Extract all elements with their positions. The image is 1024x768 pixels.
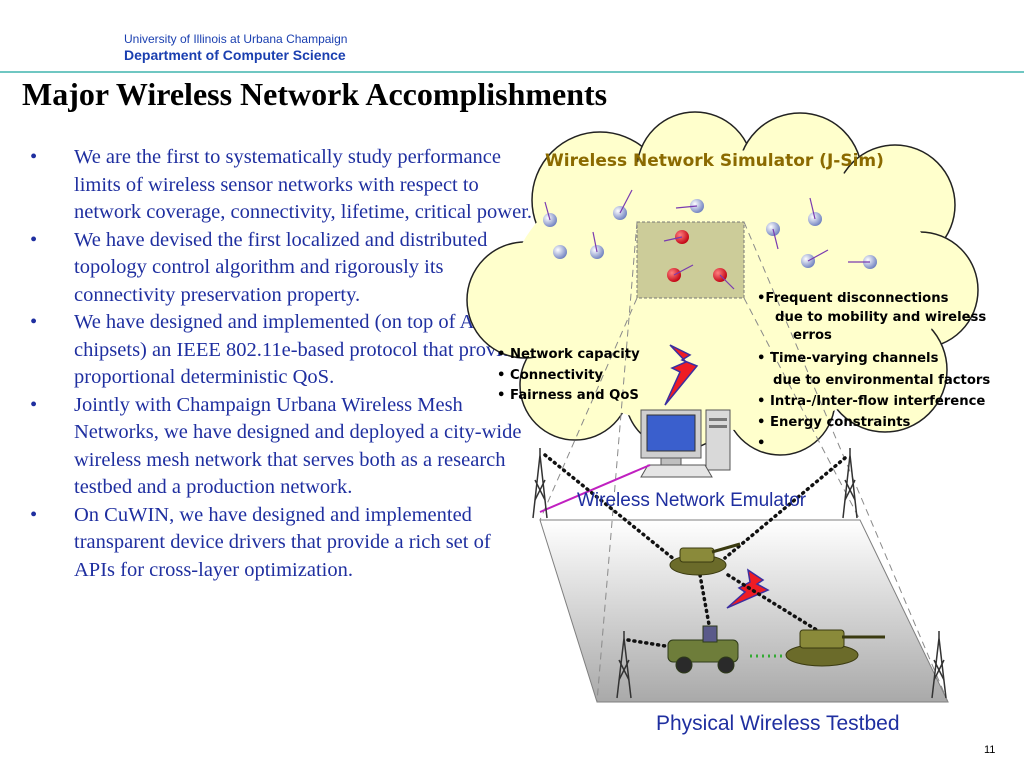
bullet-marker: • xyxy=(30,146,38,168)
accomplishment-item: • We have devised the first localized and… xyxy=(28,227,533,310)
accomplishment-text: Jointly with Champaign Urbana Wireless M… xyxy=(74,393,522,499)
simulator-title: Wireless Network Simulator (J-Sim) xyxy=(545,151,884,171)
accomplishment-text: We have devised the first localized and … xyxy=(74,228,488,306)
lightning-bolt-icon xyxy=(664,344,699,406)
slide-title: Major Wireless Network Accomplishments xyxy=(22,76,608,112)
challenge-item: • Time-varying channels xyxy=(757,351,939,367)
challenge-item: • xyxy=(757,436,766,452)
accomplishment-item: • We are the first to systematically stud… xyxy=(28,144,533,227)
simulator-metrics-list: • Network capacity • Connectivity • Fair… xyxy=(497,345,640,407)
challenges-list: •Frequent disconnections due to mobility… xyxy=(757,288,1017,455)
testbed-floor xyxy=(539,519,949,703)
challenge-detail: due to environmental factors xyxy=(773,372,991,388)
accomplishment-item: • Jointly with Champaign Urbana Wireless … xyxy=(28,392,533,502)
testbed-label: Physical Wireless Testbed xyxy=(656,712,900,735)
university-name: University of Illinois at Urbana Champai… xyxy=(124,32,348,46)
bullet-marker: • xyxy=(30,503,38,526)
tank-icon xyxy=(785,629,885,667)
bullet-marker: • xyxy=(30,311,38,333)
department-name: Department of Computer Science xyxy=(124,47,346,63)
challenge-item: •Frequent disconnections xyxy=(757,291,949,306)
accomplishments-list: • We are the first to systematically stud… xyxy=(28,144,533,584)
desktop-computer-icon xyxy=(640,409,731,478)
accomplishment-text: We have designed and implemented (on top… xyxy=(74,311,530,388)
header-divider xyxy=(0,71,1024,73)
emulator-label: Wireless Network Emulator xyxy=(577,490,807,511)
antenna-tower-icon xyxy=(532,448,947,699)
challenge-item: • Energy constraints xyxy=(757,415,911,431)
sensor-node-icon xyxy=(543,199,877,282)
metric-item: • Fairness and QoS xyxy=(497,388,639,403)
accomplishment-item: • We have designed and implemented (on to… xyxy=(28,309,533,392)
challenge-detail: due to mobility and wireless erros xyxy=(775,310,987,344)
tank-icon xyxy=(669,542,741,576)
metric-item: • Connectivity xyxy=(497,367,604,383)
zoom-region xyxy=(636,221,745,299)
accomplishment-text: We are the first to systematically study… xyxy=(74,146,533,223)
bullet-marker: • xyxy=(30,393,38,416)
architecture-diagram xyxy=(466,111,979,703)
page-number: 11 xyxy=(984,744,996,756)
challenge-item: • Intra-/Inter-flow interference xyxy=(757,393,986,409)
jeep-icon xyxy=(667,625,739,674)
accomplishment-item: • On CuWIN, we have designed and implemen… xyxy=(28,502,533,585)
accomplishment-text: On CuWIN, we have designed and implement… xyxy=(74,503,491,581)
bullet-marker: • xyxy=(30,228,38,251)
metric-item: • Network capacity xyxy=(497,347,640,362)
